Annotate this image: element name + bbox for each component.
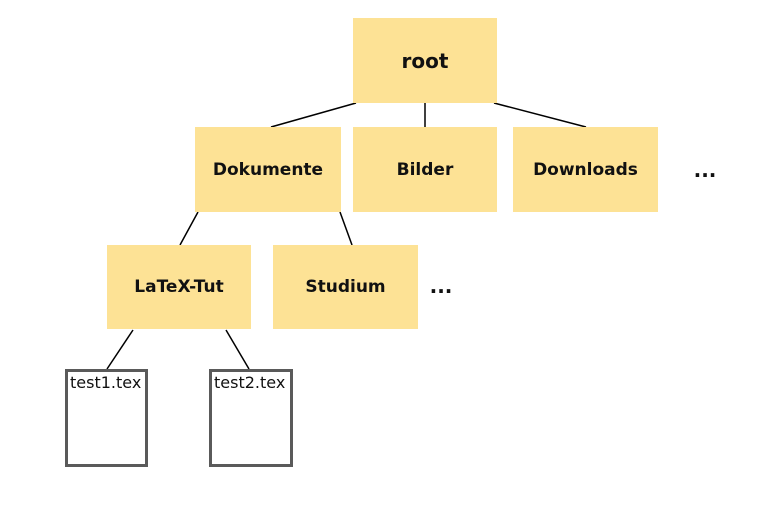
- tree-node-root: root: [353, 18, 497, 103]
- tree-node-bilder: Bilder: [353, 127, 497, 212]
- tree-node-file-test2-label: test2.tex: [214, 373, 286, 392]
- edge-root-dokumente: [270, 102, 357, 128]
- tree-node-file-test1-label: test1.tex: [70, 373, 142, 392]
- tree-node-bilder-label: Bilder: [396, 159, 454, 180]
- tree-node-studium: Studium: [273, 245, 418, 329]
- more-nodes-level2: ...: [429, 274, 453, 298]
- edge-root-downloads: [493, 102, 587, 128]
- edge-dokumente-studium: [339, 211, 353, 246]
- tree-node-file-test2: test2.tex: [209, 369, 293, 467]
- edge-latex-tut-test1: [106, 329, 134, 370]
- tree-node-downloads-label: Downloads: [533, 159, 638, 180]
- tree-node-studium-label: Studium: [305, 277, 386, 297]
- tree-node-dokumente: Dokumente: [195, 127, 341, 212]
- tree-node-file-test1: test1.tex: [65, 369, 148, 467]
- tree-node-downloads: Downloads: [513, 127, 658, 212]
- edge-latex-tut-test2: [225, 329, 250, 370]
- tree-node-dokumente-label: Dokumente: [212, 159, 324, 180]
- edge-dokumente-latex-tut: [179, 211, 199, 246]
- tree-node-latex-tut-label: LaTeX-Tut: [134, 277, 224, 297]
- tree-node-latex-tut: LaTeX-Tut: [107, 245, 251, 329]
- more-nodes-level1: ...: [693, 158, 717, 182]
- tree-node-root-label: root: [401, 48, 449, 73]
